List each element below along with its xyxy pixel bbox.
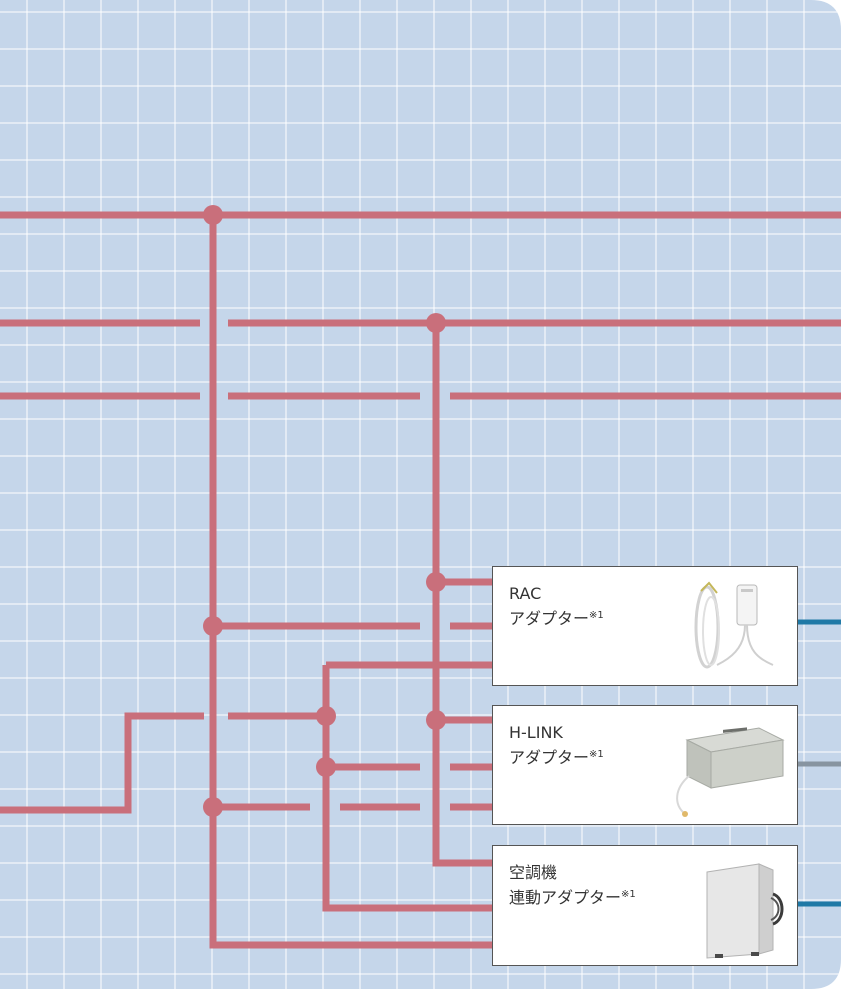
trunk-line-3: [322, 661, 492, 912]
junction-dots: [203, 205, 446, 817]
hlink-adapter-title: H-LINK: [509, 723, 563, 742]
rac-adapter-note: ※1: [589, 610, 604, 621]
cooling-adapter-subtitle: 連動アダプター: [509, 888, 622, 907]
bus-lines: [0, 211, 841, 949]
rac-adapter-box[interactable]: RAC アダプター※1: [492, 566, 798, 686]
junction-dot: [426, 710, 446, 730]
rac-adapter-subtitle: アダプター: [509, 609, 590, 628]
trunk-line-1: [209, 215, 492, 949]
junction-dot: [203, 797, 223, 817]
hlink-adapter-subtitle: アダプター: [509, 748, 590, 767]
cooling-adapter-note: ※1: [621, 889, 636, 900]
junction-dot: [426, 313, 446, 333]
junction-dot: [316, 706, 336, 726]
hlink-adapter-box[interactable]: H-LINK アダプター※1: [492, 705, 798, 825]
cooling-adapter-label: 空調機 連動アダプター※1: [509, 862, 636, 909]
junction-dot: [316, 757, 336, 777]
rac-adapter-label: RAC アダプター※1: [509, 583, 604, 630]
junction-dot: [203, 205, 223, 225]
cabinet-adapter-icon: [706, 863, 784, 959]
incoming-line-left: [0, 712, 326, 814]
hlink-adapter-label: H-LINK アダプター※1: [509, 722, 604, 769]
junction-dot: [426, 572, 446, 592]
cable-adapter-icon: [694, 581, 774, 669]
junction-dot: [203, 616, 223, 636]
metal-box-adapter-icon: [676, 727, 785, 817]
cooling-adapter-box[interactable]: 空調機 連動アダプター※1: [492, 845, 798, 966]
hlink-adapter-note: ※1: [589, 749, 604, 760]
trunk-line-2: [432, 323, 492, 867]
cooling-adapter-title: 空調機: [509, 863, 558, 882]
rac-adapter-title: RAC: [509, 584, 542, 603]
